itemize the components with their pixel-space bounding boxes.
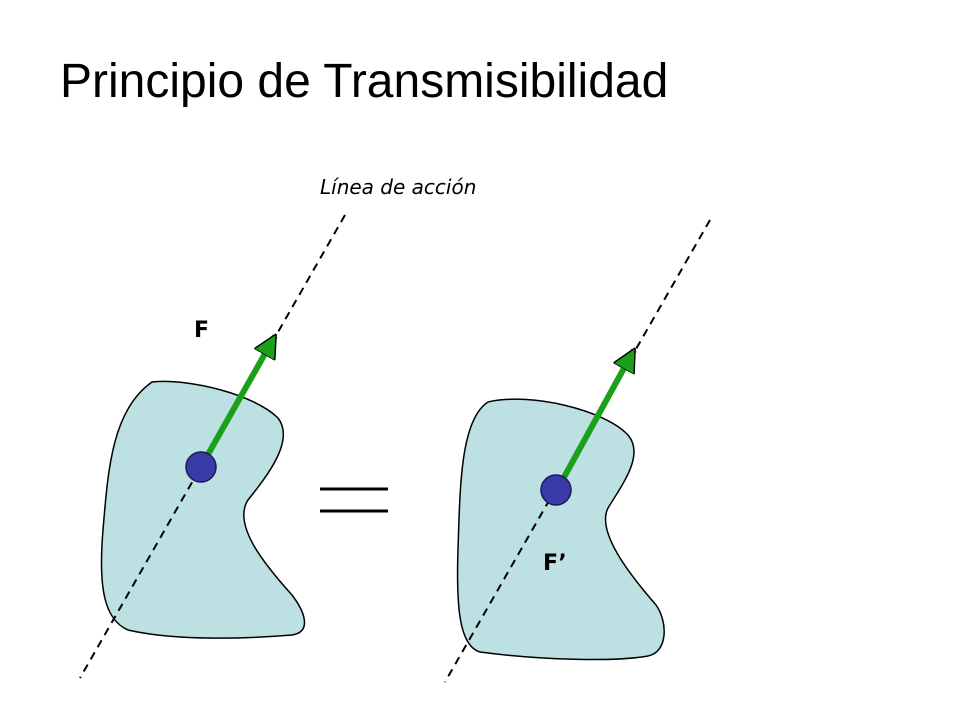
- right-body-group: [456, 398, 665, 661]
- force-arrow-left: [199, 336, 278, 467]
- force-label-left: F: [194, 318, 209, 343]
- force-label-right: F’: [543, 551, 567, 576]
- force-arrow-right: [554, 350, 637, 492]
- left-rigid-body: [100, 380, 306, 639]
- left-body-group: [100, 380, 306, 639]
- slide-title: Principio de Transmisibilidad: [60, 55, 669, 108]
- application-point-left: [185, 451, 217, 483]
- line-of-action-label: Línea de acción: [320, 175, 476, 199]
- equivalence-sign: [320, 487, 388, 513]
- right-rigid-body: [456, 398, 665, 661]
- application-point-right: [540, 474, 572, 506]
